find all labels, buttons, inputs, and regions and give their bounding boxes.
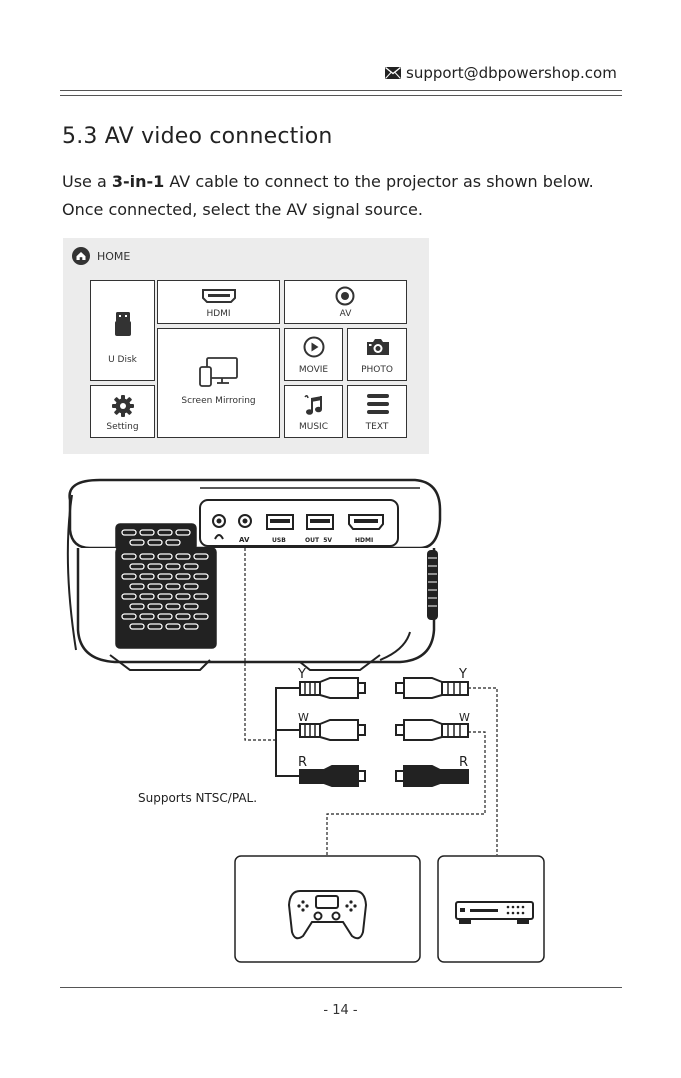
gear-icon: [112, 395, 134, 417]
support-email[interactable]: support@dbpowershop.com: [385, 64, 617, 82]
tile-music[interactable]: MUSIC: [284, 385, 343, 438]
setting-label: Setting: [91, 422, 154, 432]
page-number: - 14 -: [0, 1003, 681, 1018]
section-title: 5.3 AV video connection: [62, 124, 333, 149]
cable-label-w-right: W: [459, 711, 470, 724]
tile-text[interactable]: TEXT: [347, 385, 407, 438]
home-icon: [72, 247, 90, 265]
tile-hdmi[interactable]: HDMI: [157, 280, 280, 324]
home-label: HOME: [97, 250, 130, 263]
text-label: TEXT: [348, 422, 406, 432]
port-label-usb: USB: [272, 537, 286, 544]
usb-drive-icon: [115, 312, 131, 336]
cable-label-w-left: W: [298, 711, 309, 724]
caption-ntsc-pal: Supports NTSC/PAL.: [138, 791, 257, 805]
cable-label-y-right: Y: [458, 667, 467, 682]
u-disk-label: U Disk: [91, 355, 154, 365]
right-plugs: [396, 678, 468, 786]
tile-movie[interactable]: MOVIE: [284, 328, 343, 381]
footer-rule: [60, 987, 622, 988]
screen-mirroring-icon: [199, 357, 239, 387]
camera-icon: [365, 337, 391, 357]
text-lines-icon: [367, 394, 389, 414]
header-rule-2: [60, 95, 622, 96]
tile-av[interactable]: AV: [284, 280, 407, 324]
movie-label: MOVIE: [285, 365, 342, 375]
connection-diagram: AV USB OUT 5V HDMI Y W R Y W R: [0, 470, 681, 970]
av-label: AV: [285, 309, 406, 319]
email-text: support@dbpowershop.com: [406, 64, 617, 82]
menu-header: HOME: [72, 247, 130, 265]
cable-label-r-left: R: [298, 755, 307, 770]
focus-wheel: [427, 550, 438, 620]
photo-label: PHOTO: [348, 365, 406, 375]
hdmi-label: HDMI: [158, 309, 279, 319]
music-note-icon: [304, 394, 324, 416]
left-plugs: [300, 678, 365, 786]
tile-screen-mirroring[interactable]: Screen Mirroring: [157, 328, 280, 438]
port-label-out5v: OUT 5V: [305, 537, 332, 544]
play-icon: [303, 336, 325, 358]
dvd-dashed-line: [468, 688, 497, 855]
hdmi-icon: [202, 289, 236, 303]
console-dashed-line: [327, 732, 485, 855]
av-connector-icon: [335, 286, 355, 306]
header-rule: [60, 90, 622, 91]
music-label: MUSIC: [285, 422, 342, 432]
dvd-player-icon: [456, 902, 533, 923]
cable-label-y-left: Y: [297, 667, 306, 682]
screen-mirroring-label: Screen Mirroring: [158, 396, 279, 406]
section-body: Use a 3-in-1 AV cable to connect to the …: [62, 168, 622, 224]
cable-label-r-right: R: [459, 755, 468, 770]
cable-bundle: [276, 688, 300, 776]
port-label-hdmi: HDMI: [355, 537, 373, 544]
tile-setting[interactable]: Setting: [90, 385, 155, 438]
port-label-av: AV: [239, 536, 250, 544]
envelope-icon: [385, 67, 401, 79]
tile-u-disk[interactable]: U Disk: [90, 280, 155, 381]
home-menu: HOME U Disk HDMI AV Screen Mirroring MOV…: [63, 238, 429, 454]
tile-photo[interactable]: PHOTO: [347, 328, 407, 381]
